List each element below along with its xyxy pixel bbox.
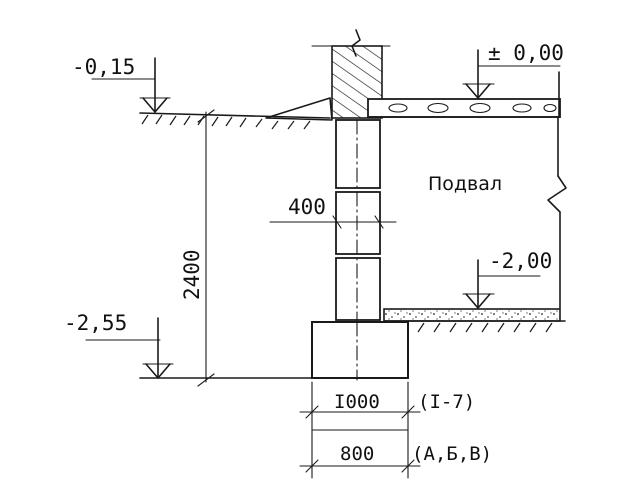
- axes-note-2: (А,Б,В): [412, 443, 492, 465]
- dimension-footing-width-1: I000 (I-7): [299, 381, 475, 479]
- dimension-footing-width-2: 800 (А,Б,В): [299, 429, 492, 473]
- level-floor-label: ± 0,00: [488, 41, 564, 65]
- footing-pad: [311, 321, 409, 381]
- level-marker-basement-floor: -2,00: [462, 249, 552, 309]
- foundation-wall-blocks: [335, 119, 381, 323]
- basement-room: Подвал: [428, 116, 567, 309]
- dimension-wall-width: 400: [269, 195, 397, 229]
- blind-area: [265, 97, 333, 121]
- level-ground-label: -0,15: [72, 55, 135, 79]
- dimension-footing-width-2-label: 800: [340, 443, 374, 465]
- basement-floor: [383, 308, 566, 333]
- level-footing-bottom-label: -2,55: [64, 311, 127, 335]
- level-marker-floor: ± 0,00: [462, 41, 564, 99]
- dimension-footing-width-1-label: I000: [334, 391, 380, 413]
- dimension-wall-width-label: 400: [288, 195, 326, 219]
- room-label: Подвал: [428, 173, 502, 195]
- level-marker-ground: -0,15: [72, 55, 171, 113]
- dimension-depth-label: 2400: [180, 249, 204, 300]
- axes-note-1: (I-7): [418, 391, 475, 413]
- level-basement-floor-label: -2,00: [489, 249, 552, 273]
- floor-slab: [367, 71, 561, 118]
- level-marker-footing-bottom: -2,55: [64, 311, 174, 379]
- ground-surface-left: [139, 112, 331, 130]
- dimension-depth: 2400: [180, 109, 215, 387]
